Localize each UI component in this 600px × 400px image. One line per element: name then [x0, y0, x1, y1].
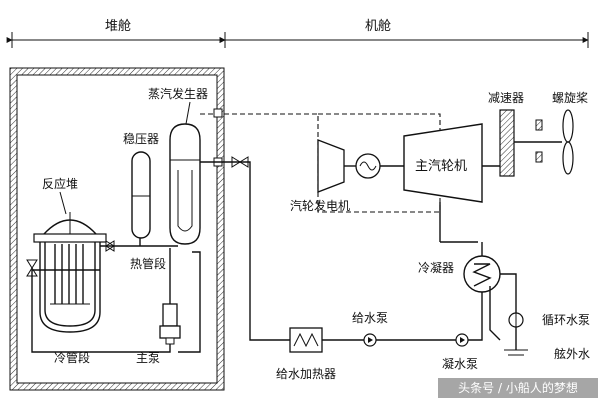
hot-leg-label: 热管段 [130, 256, 166, 271]
main-pump-label: 主泵 [136, 351, 160, 365]
turbine-generator [317, 139, 381, 193]
pressurizer [131, 151, 151, 239]
steam-generator [169, 123, 201, 245]
feed-pump-label: 给水泵 [352, 311, 388, 325]
condenser-label: 冷凝器 [418, 260, 454, 275]
reduction-gear [499, 109, 515, 177]
condenser [463, 242, 501, 293]
propeller [562, 109, 574, 175]
cold-leg-label: 冷管段 [54, 350, 90, 365]
circulating-pump-label: 循环水泵 [542, 313, 590, 327]
section-label-reactor: 堆舱 [105, 19, 131, 34]
main-turbine-label: 主汽轮机 [415, 159, 467, 174]
propeller-shaft [514, 119, 562, 163]
feed-heater-label: 给水加热器 [276, 367, 336, 381]
watermark: 头条号 / 小船人的梦想 [438, 378, 598, 398]
reactor-leader [59, 191, 67, 215]
watermark-text: 头条号 / 小船人的梦想 [458, 380, 578, 395]
reactor-vessel [33, 212, 107, 333]
main-turbine [380, 123, 500, 243]
reduction-gear-label: 减速器 [488, 91, 524, 105]
main-pump [159, 303, 181, 345]
steam-generator-leader [185, 101, 191, 125]
circulating-water-loop [489, 273, 528, 356]
section-label-engine: 机舱 [365, 19, 391, 34]
seawater-label: 舷外水 [554, 346, 590, 361]
pressurizer-label: 稳压器 [123, 131, 159, 146]
containment-wall [9, 67, 225, 391]
section-dimension-lines [6, 32, 589, 48]
steam-generator-label: 蒸汽发生器 [148, 86, 208, 101]
feedwater-line [322, 292, 483, 347]
feed-heater [289, 327, 323, 353]
propeller-label: 螺旋桨 [552, 91, 588, 105]
reactor-label: 反应堆 [42, 176, 78, 191]
turbine-generator-label: 汽轮发电机 [290, 198, 350, 213]
condensate-pump-label: 凝水泵 [442, 356, 478, 371]
